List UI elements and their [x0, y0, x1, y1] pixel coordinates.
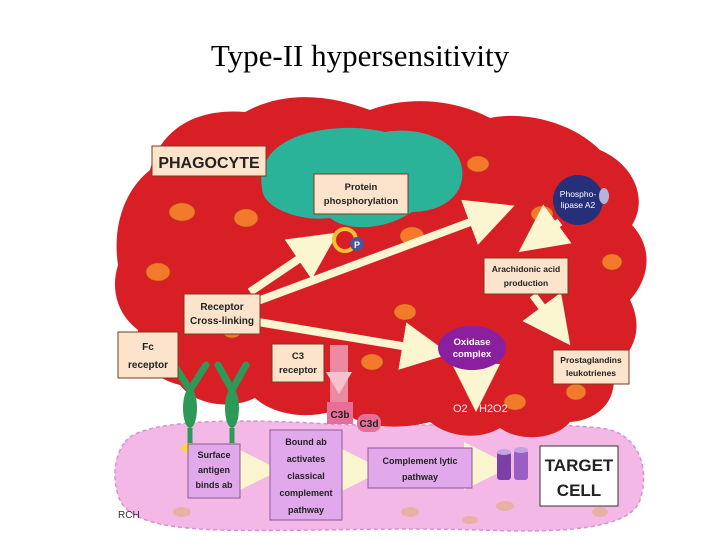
protein-phosphorylation-box: [313, 173, 409, 215]
surface-antigen-line1: Surface: [197, 450, 230, 460]
bound-ab-line2: activates: [287, 454, 326, 464]
receptor-crosslinking-line1: Receptor: [200, 302, 243, 313]
phospholipase-line2: lipase A2: [561, 200, 596, 210]
complement-lytic-line2: pathway: [402, 472, 438, 482]
membrane-attack-complex: [497, 447, 528, 480]
c3-receptor-box: [271, 343, 325, 383]
receptor-crosslinking-line2: Cross-linking: [190, 316, 254, 327]
c3b-label: C3b: [331, 410, 350, 421]
arachidonic-line2: production: [504, 278, 548, 288]
bound-ab-line4: complement: [279, 488, 332, 498]
c3-receptor-line1: C3: [292, 351, 304, 362]
arachidonic-line1: Arachidonic acid: [492, 264, 561, 274]
surface-antigen-line2: antigen: [198, 465, 230, 475]
complement-lytic-box: [367, 447, 473, 489]
credit-label: RCH: [118, 510, 140, 521]
oxidase-line2: complex: [453, 349, 492, 360]
phagocyte-label: PHAGOCYTE: [158, 155, 260, 172]
surface-antigen-line3: binds ab: [195, 480, 233, 490]
c3-notch: [326, 372, 352, 394]
arachidonic-acid-box: [483, 257, 569, 295]
phosphate-label: P: [354, 240, 360, 250]
c3d-label: C3d: [360, 419, 379, 430]
target-cell-line1: TARGET: [545, 456, 614, 475]
phospholipase-line1: Phospho-: [560, 189, 597, 199]
hydrogen-peroxide-label: H2O2: [479, 403, 508, 415]
phagocyte-granules: [145, 155, 623, 411]
phospholipase-tab: [599, 188, 609, 204]
target-cell-line2: CELL: [557, 481, 601, 500]
oxidase-line1: Oxidase: [454, 337, 491, 348]
phagocyte-cell: [114, 97, 647, 438]
slide-title: Type-II hypersensitivity: [210, 38, 510, 73]
protein-phosphorylation-line1: Protein: [345, 182, 378, 193]
phagocyte-label-box: [151, 145, 267, 177]
bound-ab-box: [269, 429, 343, 521]
bound-ab-line3: classical: [287, 471, 325, 481]
fc-receptor-line2: receptor: [128, 360, 168, 371]
signal-arrows: [232, 199, 572, 494]
target-cell-granules: [173, 500, 608, 524]
complement-lytic-line1: Complement lytic: [382, 456, 457, 466]
superoxide-label: O2: [453, 403, 468, 415]
bound-ab-line1: Bound ab: [285, 437, 327, 447]
prostaglandins-box: [552, 349, 630, 385]
target-cell-box: [539, 445, 619, 507]
surface-antigen-box: [187, 443, 241, 499]
c3-receptor-line2: receptor: [279, 365, 317, 376]
oxidase-complex-ellipse: [438, 326, 506, 370]
prostaglandins-line2: leukotrienes: [566, 368, 616, 378]
fc-receptor-line1: Fc: [142, 342, 154, 353]
c3d-block: [357, 414, 381, 432]
prostaglandins-line1: Prostaglandins: [560, 355, 622, 365]
receptor-crosslinking-box: [183, 293, 261, 335]
phospholipase-a2-circle: [553, 175, 603, 225]
protein-phosphorylation-line2: phosphorylation: [324, 196, 399, 207]
phosphorylation-icon: P: [332, 227, 364, 253]
c3b-block: [327, 402, 353, 424]
bound-ab-line5: pathway: [288, 505, 324, 515]
fc-receptor-box: [117, 331, 179, 379]
